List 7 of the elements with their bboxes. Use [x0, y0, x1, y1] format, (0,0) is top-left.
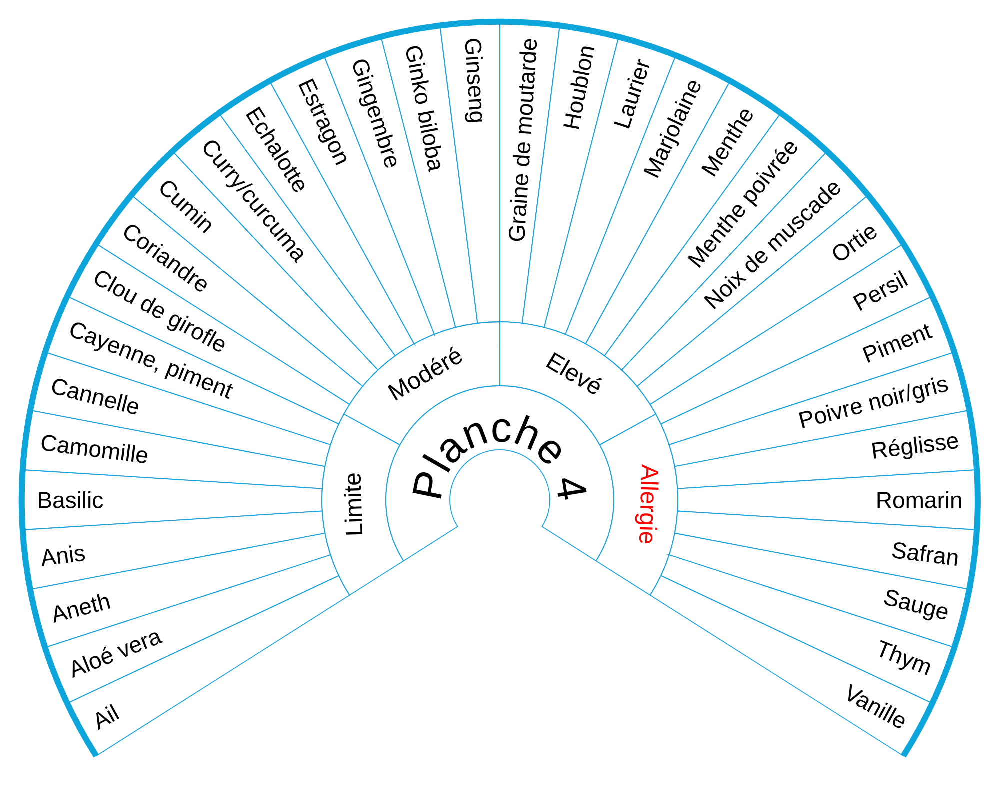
fan-sector: Graine de moutarde — [500, 22, 560, 324]
fan-sector: Safran — [674, 510, 978, 590]
fan-sector: Basilic — [22, 470, 323, 530]
fan-sector: Anis — [22, 510, 326, 590]
fan-sector: Romarin — [677, 470, 978, 530]
ring-sector: Limite — [322, 414, 404, 596]
ring-sector: Allergie — [596, 414, 678, 596]
